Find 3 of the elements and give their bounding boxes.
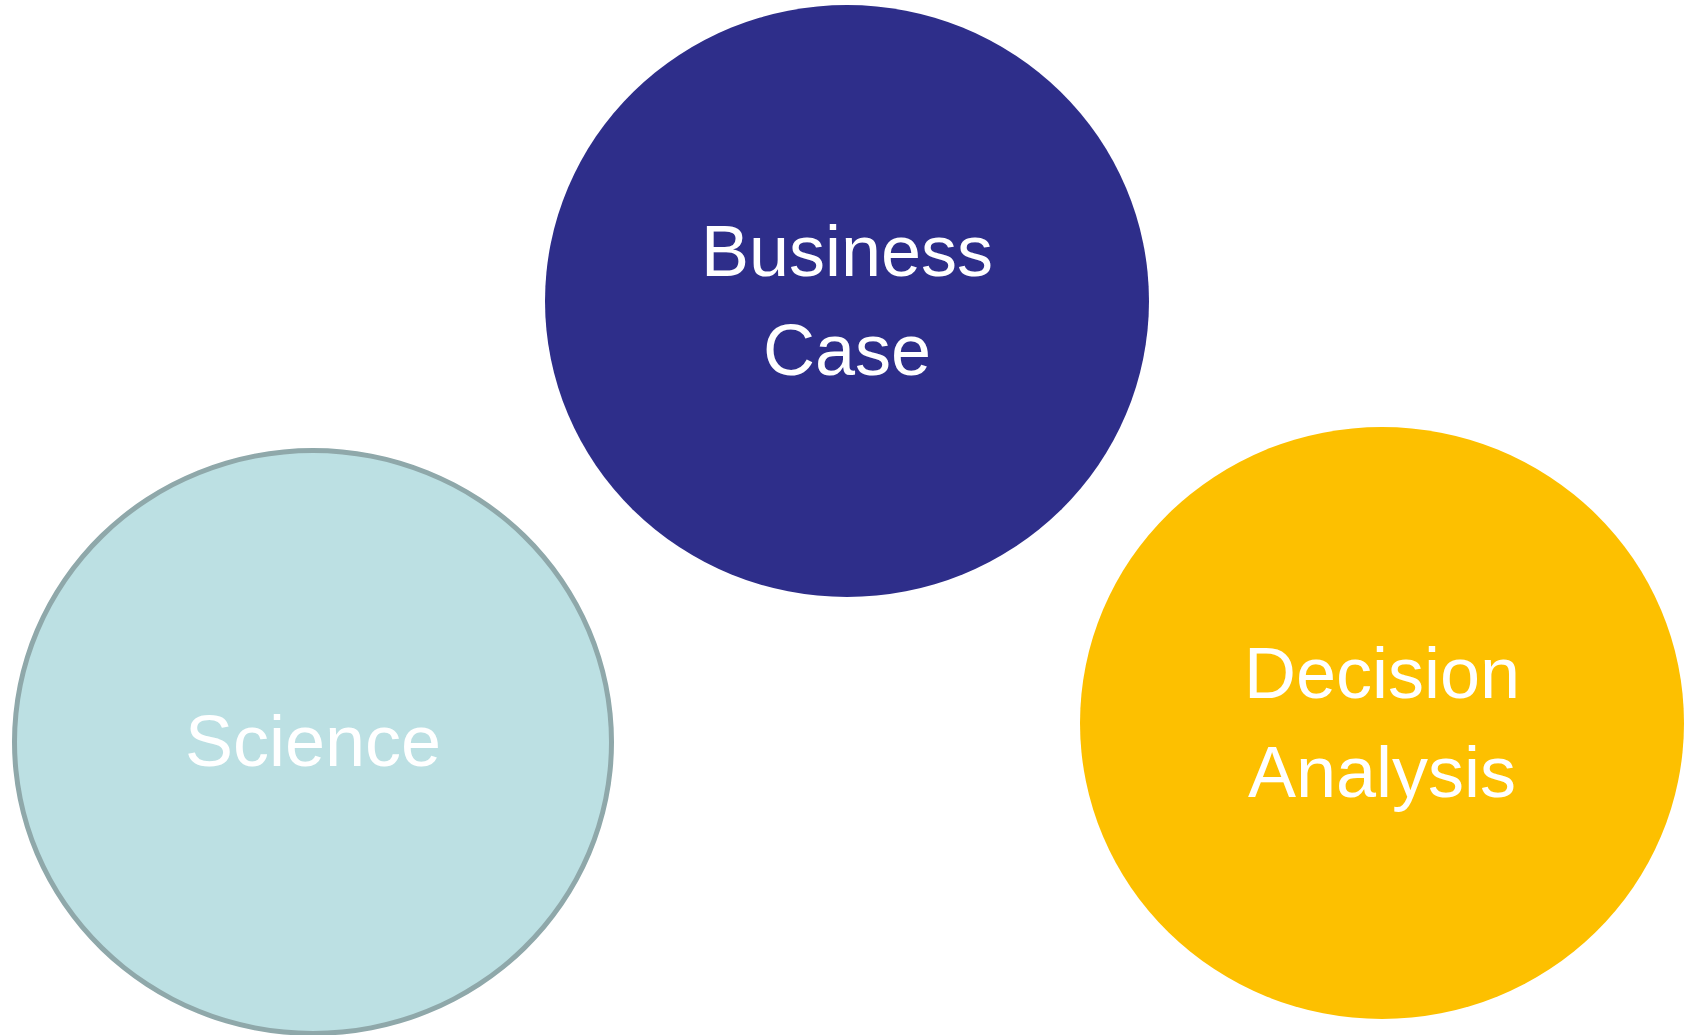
node-label: Business Case xyxy=(699,209,995,392)
node-label: Science xyxy=(184,700,442,784)
node-label: Decision Analysis xyxy=(1242,631,1522,814)
